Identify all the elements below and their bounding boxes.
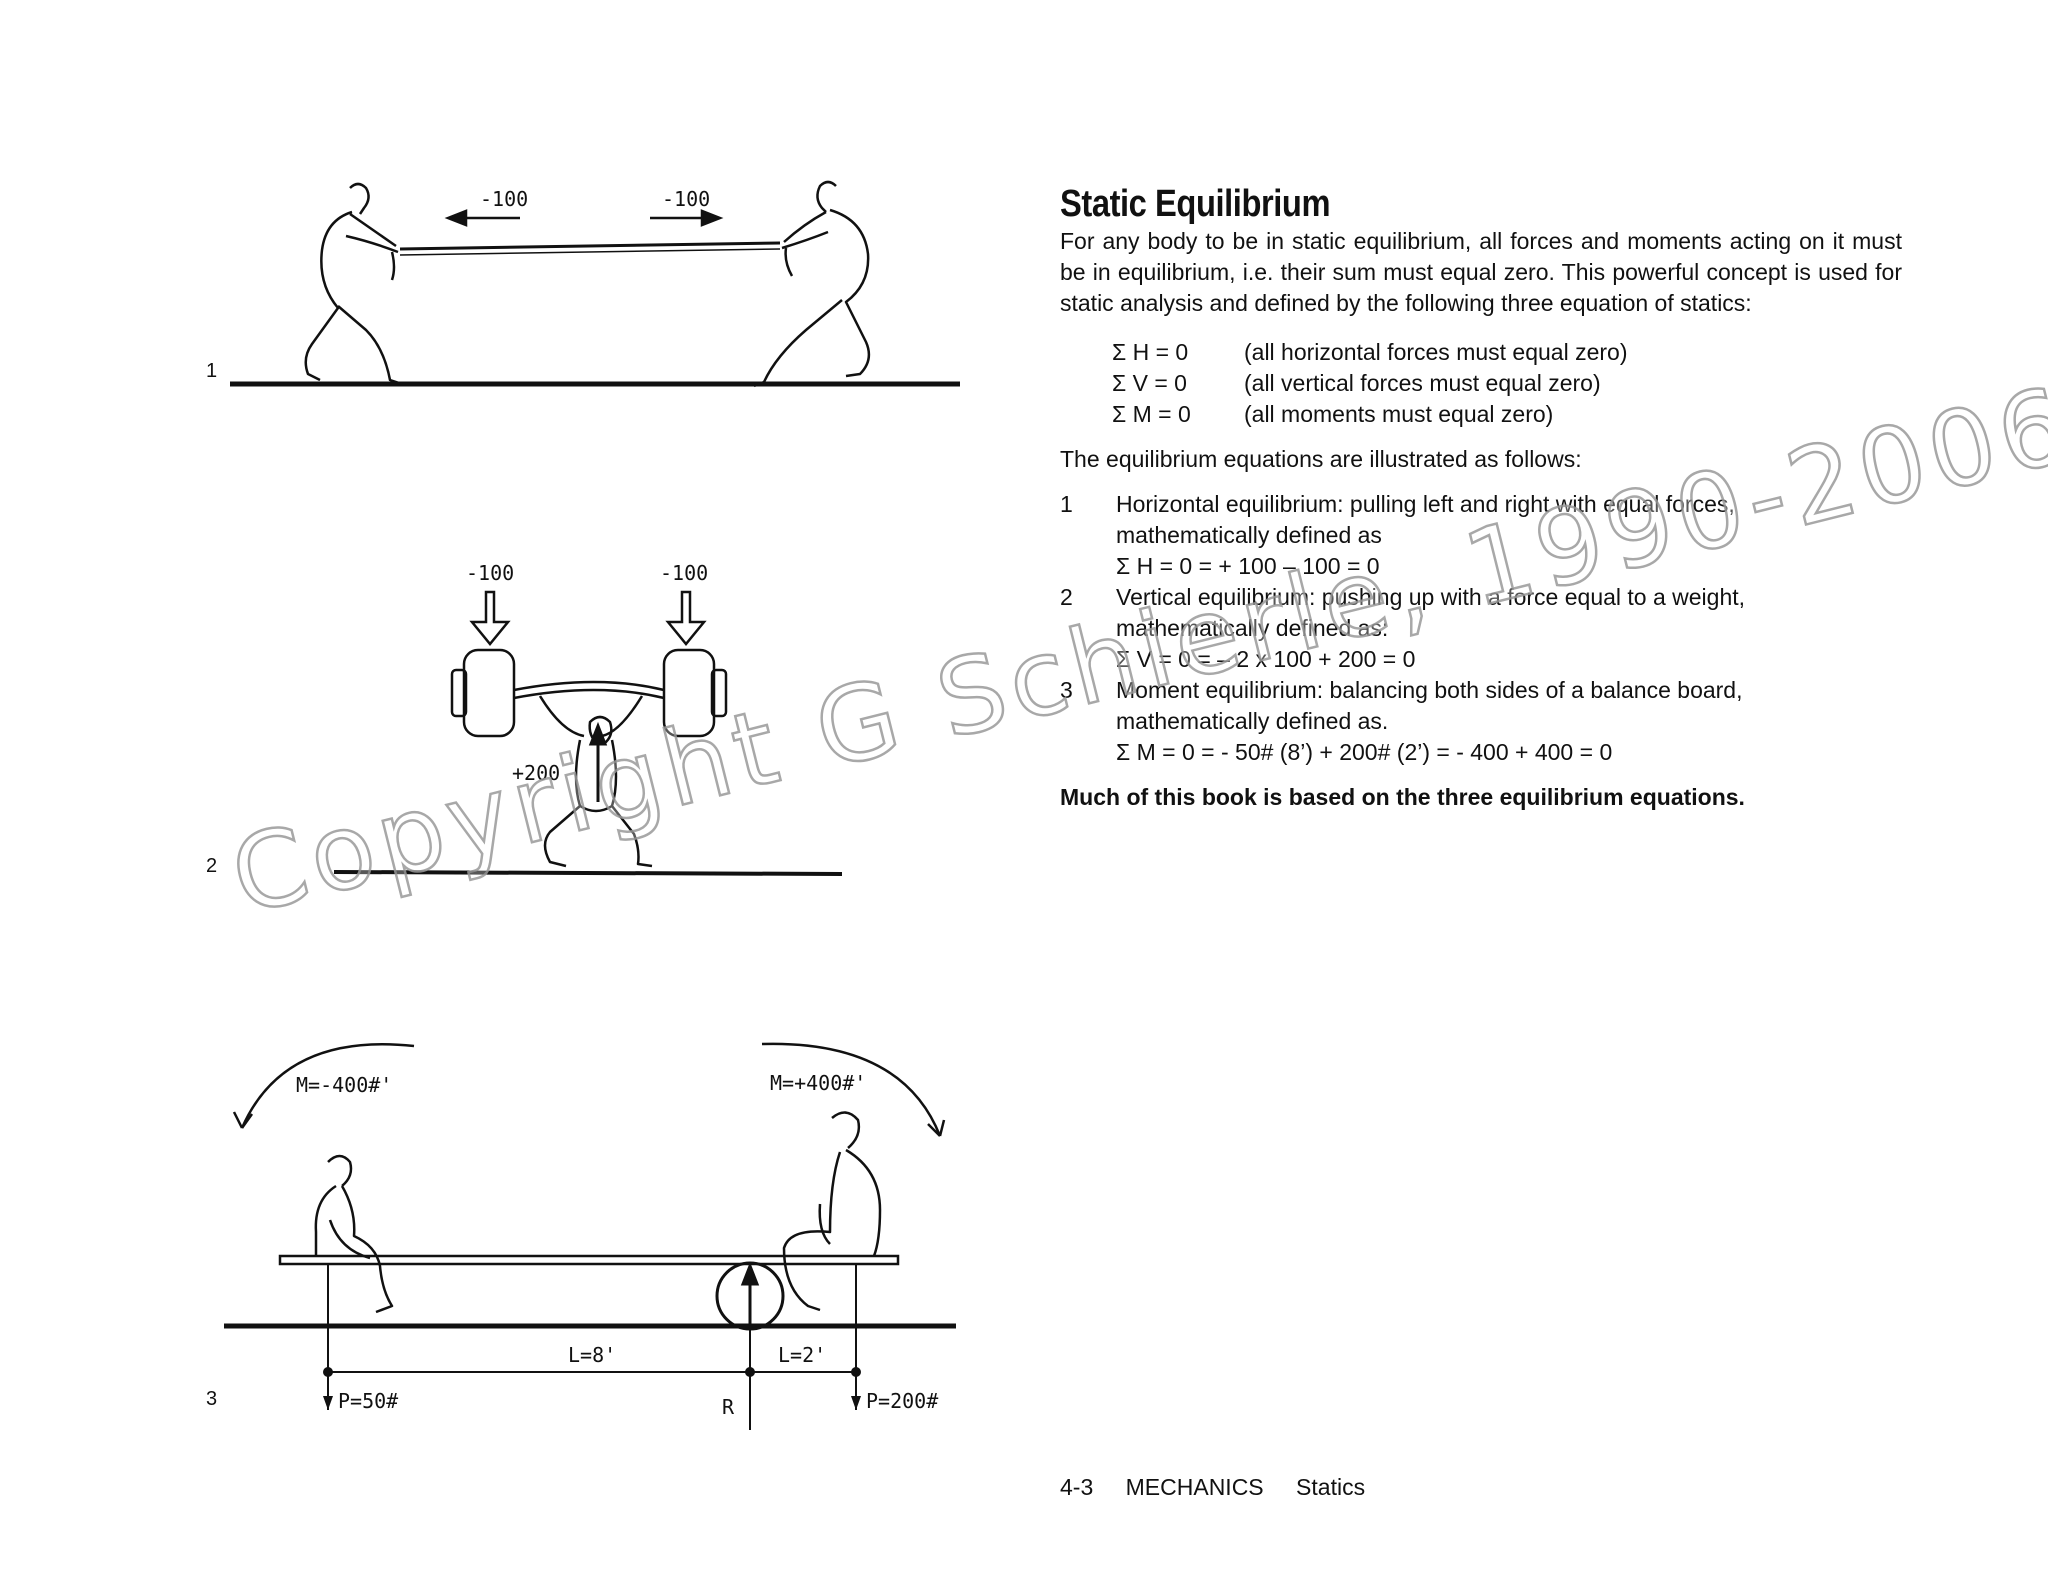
item-line: Moment equilibrium: balancing both sides…: [1116, 677, 1743, 703]
figure-2-left-force: -100: [466, 561, 514, 585]
figure-1-left-arrow: [444, 209, 520, 227]
figure-3-board: [278, 1254, 900, 1266]
figure-2-up-arrow: [588, 721, 608, 802]
figure-3-left-person: [314, 1154, 394, 1314]
figure-1-left-person: [304, 182, 403, 386]
figure-3-right-length: L=2': [778, 1343, 826, 1367]
item-line: mathematically defined as:: [1116, 615, 1389, 641]
item-equation: Σ H = 0 = + 100 – 100 = 0: [1116, 553, 1380, 579]
item-line: mathematically defined as.: [1116, 708, 1389, 734]
item-equation: Σ M = 0 = - 50# (8’) + 200# (2’) = - 400…: [1116, 739, 1613, 765]
item-line: Horizontal equilibrium: pulling left and…: [1116, 491, 1735, 517]
figures-column: 1 -100: [0, 0, 1000, 1582]
figure-3-reaction: R: [722, 1395, 735, 1419]
equation-description: (all moments must equal zero): [1244, 401, 1554, 427]
figure-2-right-arrow: [665, 590, 707, 646]
figure-3-right-moment: M=+400#': [770, 1071, 866, 1095]
equation-list: Σ H = 0 (all horizontal forces must equa…: [1112, 337, 1902, 430]
list-item: 3 Moment equilibrium: balancing both sid…: [1060, 675, 1902, 768]
figure-2-barbell: [450, 648, 728, 738]
figure-3-right-moment-arc: [761, 1042, 946, 1137]
equation: Σ H = 0: [1112, 339, 1189, 365]
item-number: 1: [1060, 491, 1073, 517]
figure-2-up-force: +200: [512, 761, 560, 785]
article: Static Equilibrium For any body to be in…: [1060, 182, 1902, 813]
figure-3-dimension-line: [323, 1264, 861, 1430]
list-item: 2 Vertical equilibrium: pushing up with …: [1060, 582, 1902, 675]
equation-row: Σ V = 0 (all vertical forces must equal …: [1112, 368, 1902, 399]
figure-3-right-person: [782, 1111, 882, 1312]
equation-description: (all vertical forces must equal zero): [1244, 370, 1601, 396]
page-footer: 4-3 MECHANICS Statics: [1060, 1474, 1391, 1501]
figure-1-number: 1: [206, 360, 218, 382]
figure-3-reaction-arrow: [740, 1261, 760, 1326]
illustration-list: 1 Horizontal equilibrium: pulling left a…: [1060, 489, 1902, 768]
figure-3-left-moment: M=-400#': [296, 1073, 392, 1097]
equation-row: Σ H = 0 (all horizontal forces must equa…: [1112, 337, 1902, 368]
item-number: 3: [1060, 677, 1073, 703]
equation-description: (all horizontal forces must equal zero): [1244, 339, 1628, 365]
lead-sentence: The equilibrium equations are illustrate…: [1060, 446, 1582, 472]
page-number: 4-3: [1060, 1474, 1094, 1500]
closing-statement: Much of this book is based on the three …: [1060, 784, 1745, 810]
figure-2-lifter: [538, 695, 653, 868]
footer-section: Statics: [1296, 1474, 1366, 1500]
figure-2-ground: [333, 870, 843, 876]
figure-1-right-person: [753, 180, 871, 388]
item-equation: Σ V = 0 = – 2 x 100 + 200 = 0: [1116, 646, 1416, 672]
figure-2-left-arrow: [469, 590, 511, 646]
figure-3-left-length: L=8': [568, 1343, 616, 1367]
footer-chapter: MECHANICS: [1125, 1474, 1264, 1500]
figure-3-right-load-arrow: [851, 1396, 861, 1410]
figure-1-rope: [399, 241, 781, 251]
figure-1-right-arrow: [650, 209, 724, 227]
figure-2-number: 2: [206, 855, 218, 877]
figure-1-left-force: -100: [480, 187, 528, 211]
figure-1-tug-of-war: -100 -100: [230, 180, 960, 388]
figure-3-right-load: P=200#: [866, 1389, 938, 1413]
item-line: Vertical equilibrium: pushing up with a …: [1116, 584, 1746, 610]
equation-row: Σ M = 0 (all moments must equal zero): [1112, 399, 1902, 430]
page-title: Static Equilibrium: [1060, 183, 1331, 225]
figure-3-left-load: P=50#: [338, 1389, 398, 1413]
figure-3-left-load-arrow: [323, 1396, 333, 1410]
figure-2-weightlifter: -100 -100 +200: [333, 561, 843, 876]
equation: Σ V = 0: [1112, 370, 1187, 396]
figure-3-left-moment-arc: [232, 1042, 415, 1129]
list-item: 1 Horizontal equilibrium: pulling left a…: [1060, 489, 1902, 582]
figure-1-right-force: -100: [662, 187, 710, 211]
item-line: mathematically defined as: [1116, 522, 1382, 548]
figure-3-number: 3: [206, 1388, 218, 1410]
intro-paragraph: For any body to be in static equilibrium…: [1060, 228, 1902, 316]
figure-3-balance-board: M=-400#' M=+400#': [224, 1042, 956, 1430]
equation: Σ M = 0: [1112, 401, 1191, 427]
item-number: 2: [1060, 584, 1073, 610]
figure-2-right-force: -100: [660, 561, 708, 585]
